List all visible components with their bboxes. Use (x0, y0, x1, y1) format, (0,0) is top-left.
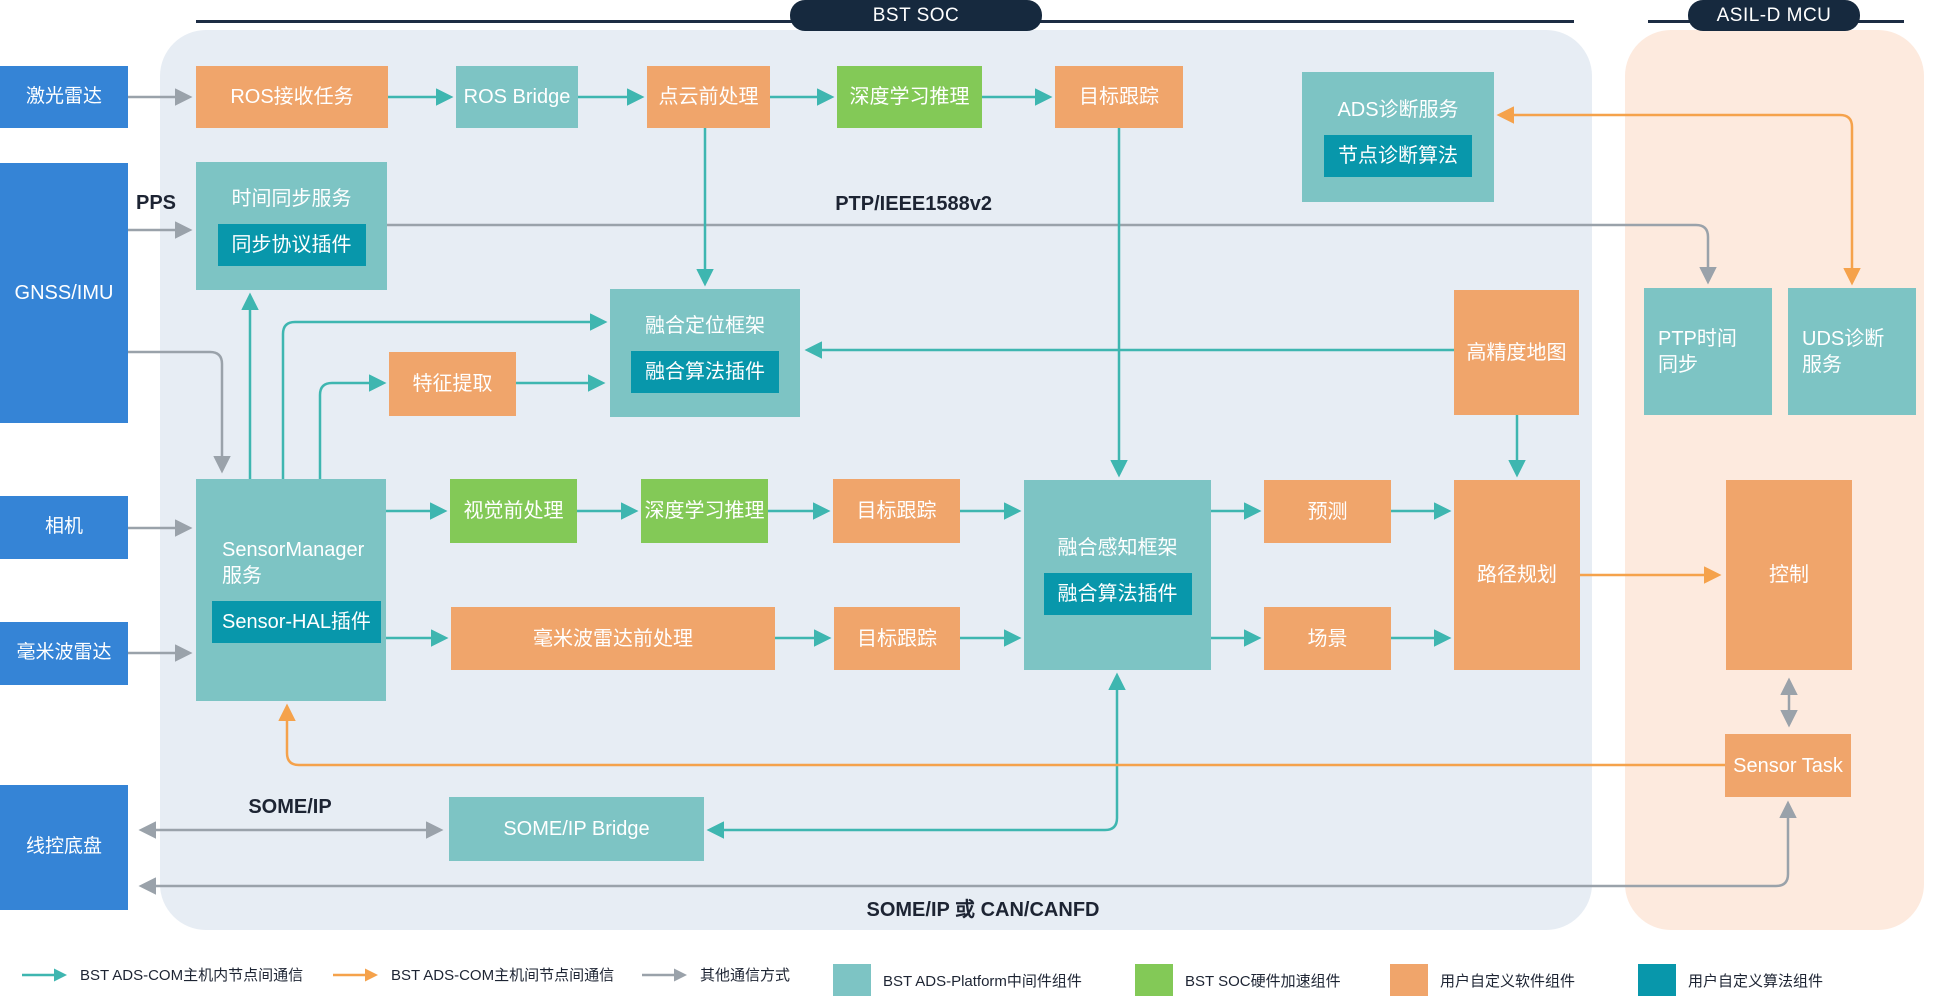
node-track-top-label: 目标跟踪 (1079, 86, 1159, 108)
sensor-gnss-imu-label: GNSS/IMU (14, 282, 114, 304)
node-fusion-loc-plugin: 融合算法插件 (631, 351, 779, 393)
legend-inter-host: BST ADS-COM主机间节点间通信 (333, 964, 614, 985)
node-vision-pre-label: 视觉前处理 (463, 500, 564, 522)
node-scene: 场景 (1264, 607, 1391, 670)
node-pointcloud-pre: 点云前处理 (647, 66, 770, 128)
orange-swatch-icon (1390, 964, 1428, 996)
node-fusion-loc: 融合定位框架 融合算法插件 (610, 289, 800, 417)
node-path-plan: 路径规划 (1454, 480, 1580, 670)
node-dl-infer-mid-label: 深度学习推理 (644, 500, 765, 522)
node-ads-diag: ADS诊断服务 节点诊断算法 (1302, 72, 1494, 202)
node-predict-label: 预测 (1307, 500, 1348, 523)
legend-other-comm: 其他通信方式 (642, 964, 790, 985)
sensor-camera: 相机 (0, 496, 128, 559)
node-sensor-task-label: Sensor Task (1733, 754, 1843, 777)
node-predict: 预测 (1264, 480, 1391, 543)
node-fusion-loc-label: 融合定位框架 (645, 315, 765, 337)
node-ros-task-label: ROS接收任务 (230, 86, 354, 108)
label-someip: SOME/IP (248, 796, 332, 818)
node-sensor-manager: SensorManager服务 Sensor-HAL插件 (196, 479, 386, 701)
node-dl-infer-top: 深度学习推理 (837, 66, 982, 128)
node-sensor-task: Sensor Task (1725, 734, 1851, 797)
node-feature-extract-label: 特征提取 (412, 373, 493, 395)
node-ptp-sync-label: PTP时间同步 (1658, 327, 1737, 376)
node-time-sync-plugin: 同步协议插件 (217, 224, 366, 266)
sensor-camera-label: 相机 (44, 516, 83, 538)
mcu-title: ASIL-D MCU (1716, 4, 1832, 26)
sensor-lidar-label: 激光雷达 (25, 85, 102, 107)
legend-user-algorithm-label: 用户自定义算法组件 (1688, 972, 1824, 990)
dkteal-swatch-icon (1638, 964, 1676, 996)
node-time-sync-label: 时间同步服务 (231, 188, 352, 210)
teal-arrow-icon (22, 968, 67, 981)
label-someip-can: SOME/IP 或 CAN/CANFD (866, 899, 1100, 921)
soc-title-pill: BST SOC (790, 0, 1042, 31)
sensor-radar-label: 毫米波雷达 (16, 642, 112, 664)
legend-middleware-label: BST ADS-Platform中间件组件 (883, 972, 1082, 990)
gray-arrow-icon (642, 968, 687, 981)
sensor-chassis: 线控底盘 (0, 785, 128, 910)
node-track-bottom: 目标跟踪 (834, 607, 960, 670)
sensor-chassis-label: 线控底盘 (25, 836, 102, 858)
legend-user-software-label: 用户自定义软件组件 (1440, 972, 1576, 990)
node-mmwave-pre: 毫米波雷达前处理 (451, 607, 775, 670)
legend-user-algorithm: 用户自定义算法组件 (1638, 964, 1823, 996)
legend-intra-host: BST ADS-COM主机内节点间通信 (22, 964, 303, 985)
node-ads-diag-label: ADS诊断服务 (1337, 99, 1459, 121)
node-pointcloud-pre-label: 点云前处理 (658, 86, 759, 108)
node-track-mid-label: 目标跟踪 (856, 500, 937, 522)
node-dl-infer-mid: 深度学习推理 (641, 479, 768, 543)
node-control-label: 控制 (1769, 564, 1809, 586)
node-sensor-manager-label: SensorManager服务 (222, 539, 365, 587)
node-hd-map-label: 高精度地图 (1466, 341, 1567, 364)
node-fusion-percep-plugin: 融合算法插件 (1043, 573, 1192, 615)
node-feature-extract: 特征提取 (389, 352, 516, 416)
legend-user-software: 用户自定义软件组件 (1390, 964, 1575, 996)
node-scene-label: 场景 (1307, 627, 1348, 650)
sensor-lidar: 激光雷达 (0, 66, 128, 128)
legend-middleware: BST ADS-Platform中间件组件 (833, 964, 1082, 996)
node-ros-bridge: ROS Bridge (456, 66, 578, 128)
label-pps: PPS (136, 192, 177, 214)
legend-intra-host-label: BST ADS-COM主机内节点间通信 (80, 967, 304, 984)
node-ptp-sync: PTP时间同步 (1644, 288, 1772, 415)
node-fusion-percep: 融合感知框架 融合算法插件 (1024, 480, 1211, 670)
node-track-top: 目标跟踪 (1055, 66, 1183, 128)
legend-hw-accel: BST SOC硬件加速组件 (1135, 964, 1341, 996)
legend-inter-host-label: BST ADS-COM主机间节点间通信 (391, 967, 615, 984)
node-track-mid: 目标跟踪 (833, 479, 960, 543)
node-vision-pre: 视觉前处理 (450, 479, 577, 543)
green-swatch-icon (1135, 964, 1173, 996)
node-mmwave-pre-label: 毫米波雷达前处理 (533, 627, 693, 650)
orange-arrow-icon (333, 968, 378, 981)
legend-other-comm-label: 其他通信方式 (700, 967, 791, 984)
node-someip-bridge-label: SOME/IP Bridge (503, 818, 650, 840)
sensor-gnss-imu: GNSS/IMU (0, 163, 128, 423)
node-control: 控制 (1726, 480, 1852, 670)
soc-title: BST SOC (872, 4, 960, 26)
node-hd-map: 高精度地图 (1454, 290, 1579, 415)
node-someip-bridge: SOME/IP Bridge (449, 797, 704, 861)
node-fusion-percep-label: 融合感知框架 (1057, 537, 1178, 559)
legend-hw-accel-label: BST SOC硬件加速组件 (1185, 972, 1341, 990)
node-dl-infer-top-label: 深度学习推理 (849, 86, 970, 108)
node-track-bottom-label: 目标跟踪 (857, 627, 937, 650)
node-uds-diag-label: UDS诊断服务 (1802, 327, 1885, 376)
node-time-sync: 时间同步服务 同步协议插件 (196, 162, 387, 290)
node-ads-diag-plugin: 节点诊断算法 (1324, 135, 1472, 177)
node-uds-diag: UDS诊断服务 (1788, 288, 1916, 415)
node-path-plan-label: 路径规划 (1477, 564, 1557, 586)
mcu-title-pill: ASIL-D MCU (1688, 0, 1860, 31)
node-sensor-manager-plugin: Sensor-HAL插件 (212, 601, 381, 643)
node-ros-bridge-label: ROS Bridge (463, 86, 571, 108)
sensor-radar: 毫米波雷达 (0, 622, 128, 685)
teal-swatch-icon (833, 964, 871, 996)
label-ptp: PTP/IEEE1588v2 (835, 193, 992, 215)
node-ros-task: ROS接收任务 (196, 66, 388, 128)
